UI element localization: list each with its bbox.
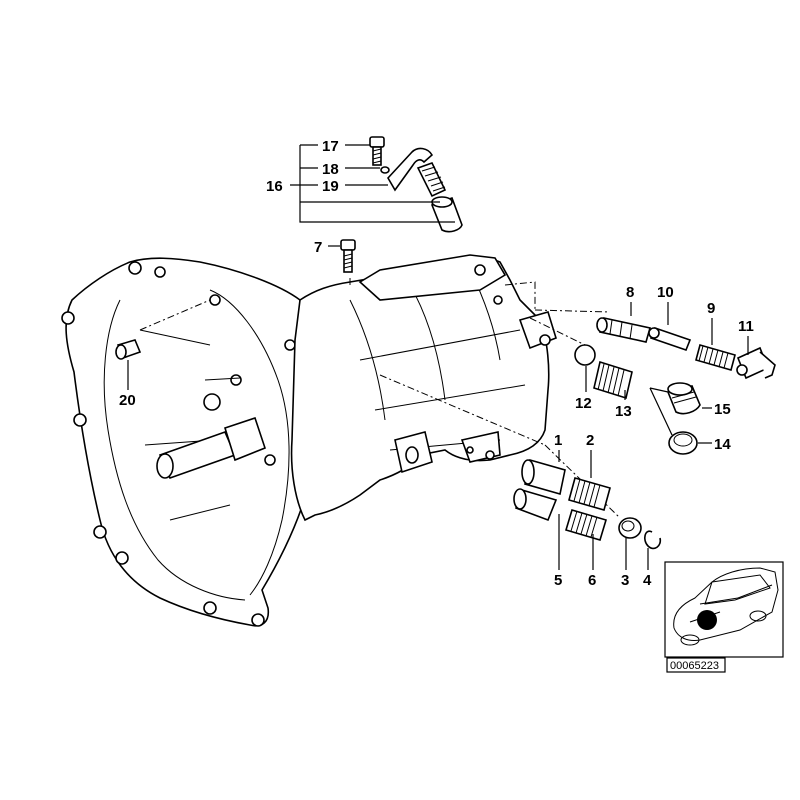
callout-12: 12 [575,395,592,412]
part-12-ball [574,344,596,366]
callout-7: 7 [314,239,322,256]
callout-17: 17 [322,138,339,155]
part-6-spring [565,509,607,541]
part-17-bolt [369,136,385,166]
callout-2: 2 [586,432,594,449]
callout-labels: 17 18 19 16 7 20 8 10 9 11 12 13 15 14 1… [119,138,754,589]
location-marker [697,610,717,630]
part-11-switch [736,346,776,380]
part-14-plug-cap [668,431,698,455]
part-7-bolt [340,239,356,273]
part-18-washer [380,166,390,174]
part-3-cap [618,517,642,539]
part-9-spring [695,344,736,371]
callout-18: 18 [322,161,339,178]
callout-19: 19 [322,178,339,195]
part-13-spring [593,360,633,400]
part-1-sleeve [521,458,566,496]
assembly-leader-lines [139,275,621,519]
callout-4: 4 [643,572,652,589]
callout-15: 15 [714,401,731,418]
part-15-screw-plug [666,382,701,415]
callout-11: 11 [738,318,754,335]
callout-20: 20 [119,392,136,409]
callout-3: 3 [621,572,629,589]
callout-10: 10 [657,284,674,301]
part-19-bracket [387,147,447,198]
part-8-rod [596,317,652,343]
callout-8: 8 [626,284,634,301]
part-20-dowel-pin [115,339,142,360]
callout-14: 14 [714,436,731,453]
callout-6: 6 [588,572,596,589]
callout-16: 16 [266,178,283,195]
part-10-pin [648,326,692,352]
part-2-spring [568,477,611,511]
part-5-sleeve [513,488,558,522]
vehicle-locator-inset: 00065223 [664,561,784,673]
callout-9: 9 [707,300,715,317]
car-silhouette-icon [673,567,779,646]
callout-leader-lines [127,144,749,570]
reference-code: 00065223 [670,660,719,672]
part-4-circlip [643,530,662,550]
callout-13: 13 [615,403,632,420]
transmission-housing [61,254,557,627]
callout-5: 5 [554,572,562,589]
callout-1: 1 [554,432,562,449]
